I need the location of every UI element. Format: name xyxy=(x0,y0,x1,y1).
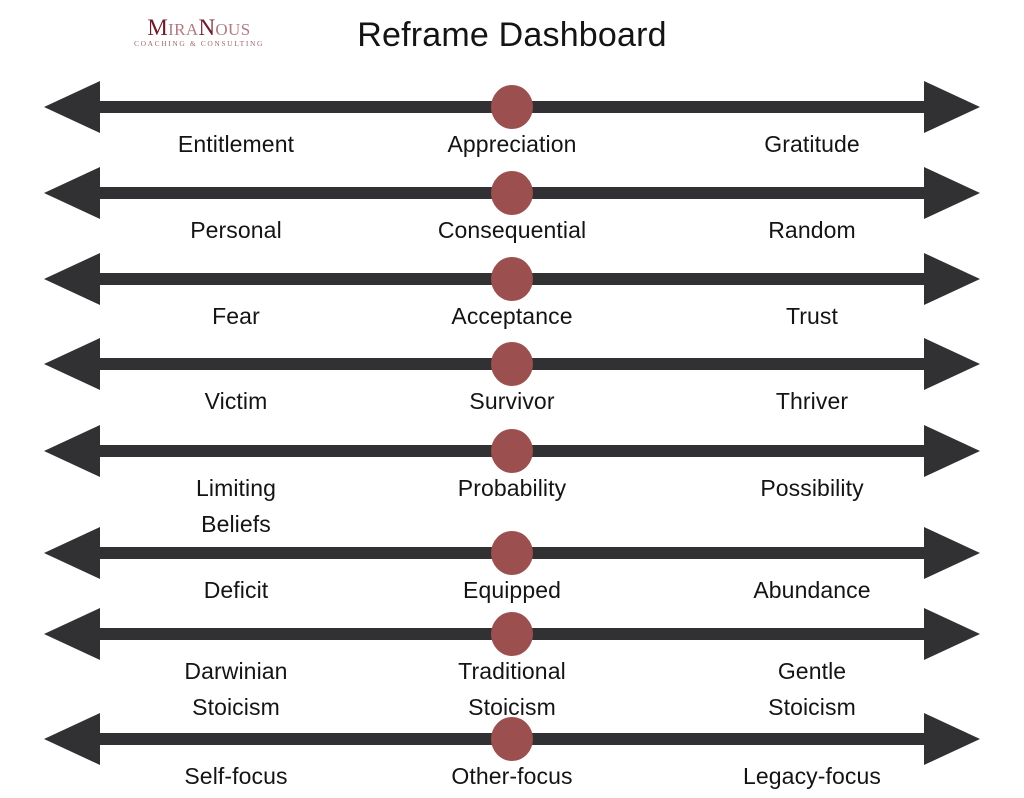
spectrum-label-right: Abundance xyxy=(753,577,871,603)
spectrum-label-right: Legacy-focus xyxy=(743,763,881,789)
spectrum-label-left: Darwinian Stoicism xyxy=(184,658,288,720)
logo-letter-m: M xyxy=(147,15,169,40)
arrowhead-left-icon xyxy=(44,527,100,579)
spectrum-label-right: Possibility xyxy=(760,475,864,501)
arrowhead-right-icon xyxy=(924,713,980,765)
spectrum-label-right: Thriver xyxy=(775,388,849,414)
spectrum-label-left: Limiting Beliefs xyxy=(195,475,277,537)
spectrum-label-center: Appreciation xyxy=(447,131,577,157)
logo-text-ous: OUS xyxy=(215,20,251,39)
arrowhead-right-icon xyxy=(924,81,980,133)
logo-text-ira: IRA xyxy=(168,20,199,39)
spectrum-label-right: Trust xyxy=(785,303,839,329)
spectrum-labels: Fear Acceptance Trust xyxy=(0,298,1024,338)
spectrum-label-right: Gentle Stoicism xyxy=(768,658,856,720)
spectrum-marker[interactable] xyxy=(491,429,533,473)
arrowhead-left-icon xyxy=(44,253,100,305)
spectrum-label-center: Consequential xyxy=(437,217,587,243)
spectrum-labels: Limiting Beliefs Probability Possibility xyxy=(0,470,1024,537)
spectrum-marker[interactable] xyxy=(491,257,533,301)
spectrum-marker[interactable] xyxy=(491,342,533,386)
arrowhead-right-icon xyxy=(924,527,980,579)
spectrum-label-left: Self-focus xyxy=(184,763,288,789)
page-title: Reframe Dashboard xyxy=(357,16,667,54)
spectrum-marker[interactable] xyxy=(491,612,533,656)
dashboard-header: MIRANOUS COACHING & CONSULTING Reframe D… xyxy=(0,0,1024,62)
arrowhead-left-icon xyxy=(44,425,100,477)
miranous-logo: MIRANOUS COACHING & CONSULTING xyxy=(124,16,274,50)
spectrum-label-left: Personal xyxy=(190,217,282,243)
arrowhead-right-icon xyxy=(924,425,980,477)
logo-wordmark: MIRANOUS xyxy=(124,16,274,39)
arrowhead-left-icon xyxy=(44,81,100,133)
arrowhead-left-icon xyxy=(44,167,100,219)
spectrum-label-center: Survivor xyxy=(469,388,555,414)
spectrum-marker[interactable] xyxy=(491,531,533,575)
spectrum-labels: Entitlement Appreciation Gratitude xyxy=(0,126,1024,166)
spectrum-label-center: Equipped xyxy=(463,577,561,603)
spectrum-marker[interactable] xyxy=(491,171,533,215)
spectrum-label-right: Gratitude xyxy=(764,131,860,157)
arrowhead-right-icon xyxy=(924,167,980,219)
spectrum-label-center: Probability xyxy=(457,475,567,501)
spectrum-marker[interactable] xyxy=(491,85,533,129)
spectrum-marker[interactable] xyxy=(491,717,533,761)
spectrum-label-left: Fear xyxy=(212,303,260,329)
logo-tagline: COACHING & CONSULTING xyxy=(134,39,264,48)
spectrum-label-left: Entitlement xyxy=(177,131,295,157)
spectrum-labels: Victim Survivor Thriver xyxy=(0,383,1024,423)
arrowhead-left-icon xyxy=(44,608,100,660)
arrowhead-right-icon xyxy=(924,608,980,660)
arrowhead-right-icon xyxy=(924,338,980,390)
spectrum-label-left: Deficit xyxy=(203,577,269,603)
logo-letter-n: N xyxy=(198,15,216,40)
spectrum-label-center: Traditional Stoicism xyxy=(458,658,566,720)
spectrum-labels: Deficit Equipped Abundance xyxy=(0,572,1024,612)
spectrum-labels: Darwinian Stoicism Traditional Stoicism Ge… xyxy=(0,653,1024,720)
arrowhead-left-icon xyxy=(44,338,100,390)
spectrum-label-right: Random xyxy=(768,217,856,243)
arrowhead-right-icon xyxy=(924,253,980,305)
arrowhead-left-icon xyxy=(44,713,100,765)
spectrum-labels: Self-focus Other-focus Legacy-focus xyxy=(0,758,1024,798)
spectrum-labels: Personal Consequential Random xyxy=(0,212,1024,252)
spectrum-label-center: Acceptance xyxy=(451,303,573,329)
spectrum-label-center: Other-focus xyxy=(451,763,573,789)
spectrum-label-left: Victim xyxy=(204,388,268,414)
